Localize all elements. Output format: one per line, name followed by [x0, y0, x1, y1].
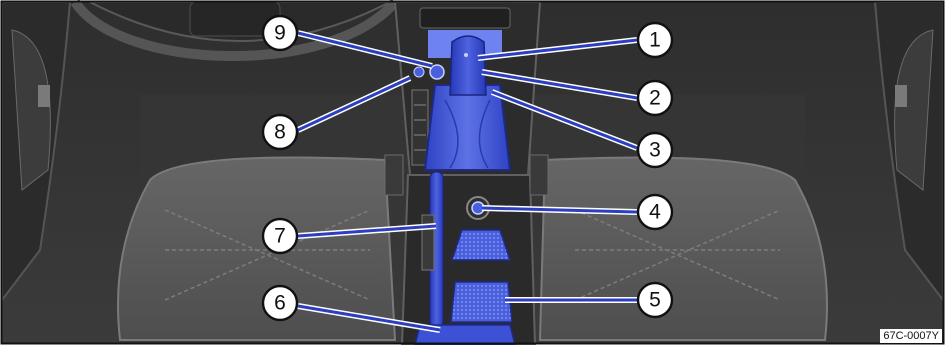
callout-2-number: 2	[649, 87, 661, 110]
left-seat-stitching	[164, 209, 371, 301]
left-seat-belt-buckle	[384, 154, 404, 196]
console-storage-tray	[419, 7, 511, 29]
steering-wheel-rim	[70, 0, 399, 61]
right-seat-belt-buckle	[529, 154, 549, 196]
callout-8-number: 8	[274, 121, 286, 144]
small-side-button[interactable]	[413, 66, 425, 78]
lever-side-button[interactable]	[429, 64, 445, 80]
callout-1-number: 1	[649, 29, 661, 52]
callout-6-number: 6	[274, 292, 286, 315]
callout-leaders	[296, 30, 639, 333]
right-seat-stitching	[574, 209, 781, 301]
callout-9: 9	[261, 14, 299, 52]
callout-8: 8	[261, 113, 299, 151]
boot-folds	[444, 99, 491, 169]
callout-3-number: 3	[649, 139, 661, 162]
gear-lever[interactable]	[449, 35, 487, 96]
callout-4: 4	[636, 193, 674, 231]
callout-5: 5	[636, 281, 674, 319]
callout-1: 1	[636, 21, 674, 59]
left-door-trim	[11, 29, 51, 191]
callout-6: 6	[261, 284, 299, 322]
right-door-trim	[894, 29, 934, 191]
callout-5-number: 5	[649, 289, 661, 312]
left-door-handle	[38, 85, 50, 107]
callout-2: 2	[636, 79, 674, 117]
gear-shift-boot	[423, 84, 512, 171]
right-seat	[538, 156, 828, 341]
figure-code-label: 67C-0007Y	[880, 329, 942, 343]
gear-indicator-dot	[464, 53, 468, 57]
switch-panel	[411, 89, 429, 166]
callout-4-number: 4	[649, 201, 661, 224]
callout-7-number: 7	[274, 225, 286, 248]
callout-9-number: 9	[274, 22, 286, 45]
cup-holder-rear[interactable]	[450, 281, 513, 323]
right-door-handle	[895, 85, 907, 107]
callout-3: 3	[636, 131, 674, 169]
brake-release-slot	[421, 214, 435, 271]
cup-holder-front[interactable]	[450, 229, 512, 261]
callout-7: 7	[261, 217, 299, 255]
